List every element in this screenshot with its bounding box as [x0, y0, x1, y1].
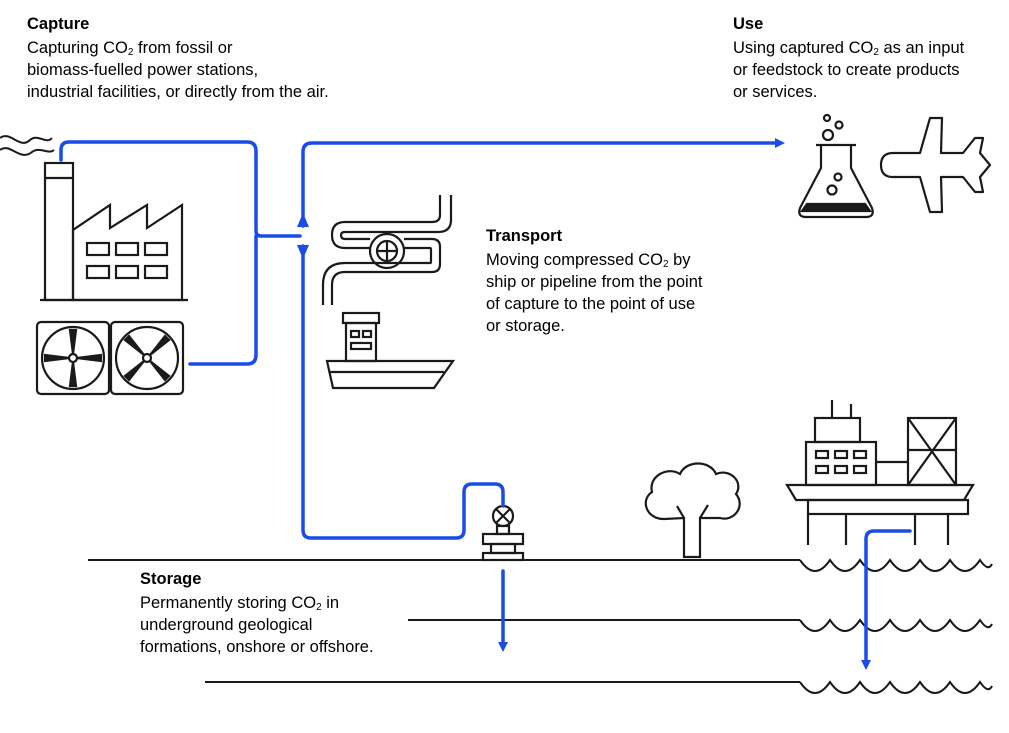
- capture-line-2: biomass-fuelled power stations,: [27, 61, 259, 79]
- transport-line-2: ship or pipeline from the point: [486, 273, 703, 291]
- co2-flow-lines: [59, 138, 912, 670]
- flow-from-air-capture: [188, 234, 258, 366]
- flow-from-factory: [59, 140, 302, 238]
- transport-title: Transport: [486, 227, 563, 245]
- transport-line-4: or storage.: [486, 317, 565, 335]
- pipeline-icon: [321, 195, 453, 305]
- use-title: Use: [733, 15, 764, 33]
- use-text: Use Using captured CO2 as an input or fe…: [733, 13, 964, 103]
- capture-line-3: industrial facilities, or directly from …: [27, 83, 329, 101]
- storage-title: Storage: [140, 570, 202, 588]
- ship-icon: [325, 311, 456, 390]
- capture-text: Capture Capturing CO2 from fossil or bio…: [27, 13, 329, 103]
- capture-title: Capture: [27, 15, 90, 33]
- offshore-platform-icon: [785, 400, 975, 545]
- flask-icon: [798, 113, 874, 219]
- use-line-2: or feedstock to create products: [733, 61, 960, 79]
- factory-icon: [40, 161, 188, 302]
- ground-lines: [88, 559, 800, 683]
- smoke-icon: [0, 135, 55, 156]
- transport-text: Transport Moving compressed CO2 by ship …: [486, 225, 702, 337]
- tree-icon: [644, 462, 741, 559]
- junction-arrow-down: [297, 245, 309, 259]
- injection-wellhead-icon: [481, 504, 525, 562]
- use-line-3: or services.: [733, 83, 818, 101]
- transport-line-1: Moving compressed CO2 by: [486, 251, 691, 270]
- junction-arrows: [297, 213, 309, 259]
- flow-to-use: [301, 138, 785, 228]
- transport-line-3: of capture to the point of use: [486, 295, 696, 313]
- use-line-1: Using captured CO2 as an input: [733, 39, 965, 58]
- storage-line-1: Permanently storing CO2 in: [140, 594, 340, 613]
- flow-to-storage: [301, 244, 505, 540]
- flow-offshore-injection: [861, 529, 912, 670]
- storage-text: Storage Permanently storing CO2 in under…: [140, 568, 374, 658]
- airplane-icon: [879, 116, 992, 214]
- direct-air-capture-fan-icon: [35, 320, 185, 396]
- sea-wave-icon: [799, 558, 993, 694]
- capture-line-1: Capturing CO2 from fossil or: [27, 39, 233, 58]
- storage-line-3: formations, onshore or offshore.: [140, 638, 374, 656]
- storage-line-2: underground geological: [140, 616, 313, 634]
- junction-arrow-up: [297, 213, 309, 227]
